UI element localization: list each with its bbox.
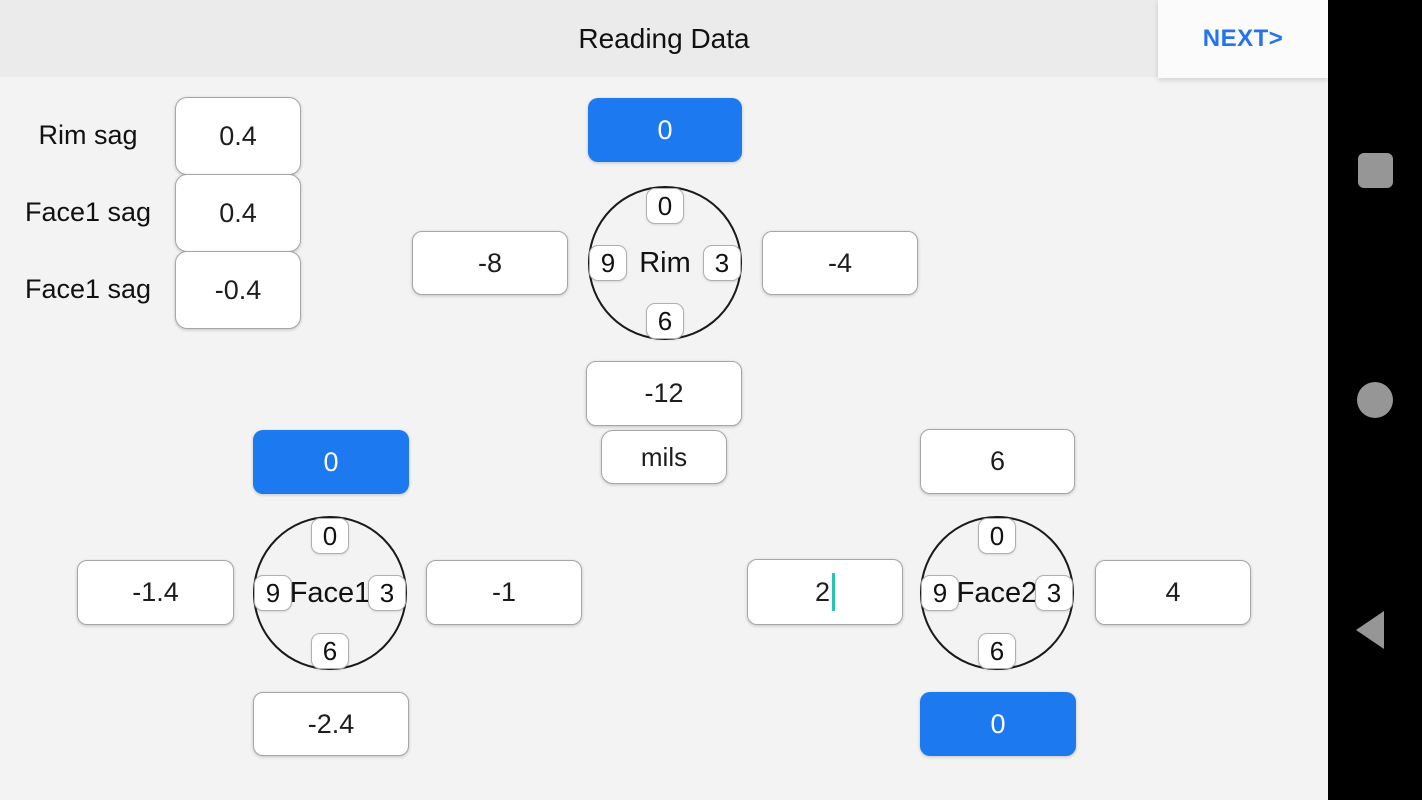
home-circle-icon[interactable] (1357, 382, 1393, 418)
face2-clock-0-badge: 0 (978, 518, 1016, 554)
rim-reading-right-input[interactable]: -4 (762, 231, 918, 295)
page-title: Reading Data (578, 22, 750, 54)
rim-sag-label: Rim sag (38, 119, 138, 150)
face2-reading-top-input[interactable]: 6 (920, 429, 1075, 494)
face2-reading-left-value: 2 (814, 576, 831, 607)
face2-reading-right-input[interactable]: 4 (1095, 560, 1251, 625)
face2-clock-6-badge: 6 (978, 633, 1016, 669)
face2-reading-left-input[interactable]: 2 (747, 559, 903, 625)
next-button[interactable]: NEXT> (1158, 0, 1328, 78)
back-triangle-icon[interactable] (1356, 611, 1384, 649)
top-bar: Reading Data (0, 0, 1328, 77)
face2-clock-9-badge: 9 (921, 575, 959, 611)
face1-sag-label-2: Face1 sag (24, 273, 152, 304)
rim-reading-left-input[interactable]: -8 (412, 231, 568, 295)
text-cursor (832, 573, 836, 611)
rim-sag-input[interactable]: 0.4 (175, 97, 301, 175)
face1-reading-left-input[interactable]: -1.4 (77, 560, 234, 625)
rim-reading-bottom-input[interactable]: -12 (586, 361, 742, 426)
rim-clock-3-badge: 3 (703, 245, 741, 281)
rim-clock-6-badge: 6 (646, 303, 684, 339)
recents-square-icon[interactable] (1358, 153, 1393, 188)
face1-reading-bottom-input[interactable]: -2.4 (253, 692, 409, 756)
face2-dial-label: Face2 (956, 576, 1038, 609)
face1-clock-0-badge: 0 (311, 518, 349, 554)
face1-clock-6-badge: 6 (311, 633, 349, 669)
rim-clock-0-badge: 0 (646, 188, 684, 224)
next-button-label: NEXT> (1202, 25, 1284, 52)
units-button[interactable]: mils (601, 430, 727, 484)
face1-clock-3-badge: 3 (368, 575, 406, 611)
face1-sag-input[interactable]: 0.4 (175, 174, 301, 252)
face2-reading-bottom-button[interactable]: 0 (920, 692, 1076, 756)
rim-dial-label: Rim (639, 246, 691, 279)
face1-sag-label: Face1 sag (24, 196, 152, 227)
face1-reading-right-input[interactable]: -1 (426, 560, 582, 625)
rim-reading-top-button[interactable]: 0 (588, 98, 742, 162)
face1-reading-top-button[interactable]: 0 (253, 430, 409, 494)
rim-clock-9-badge: 9 (589, 245, 627, 281)
face1-sag-input-2[interactable]: -0.4 (175, 251, 301, 329)
face2-clock-3-badge: 3 (1035, 575, 1073, 611)
face1-clock-9-badge: 9 (254, 575, 292, 611)
face1-dial-label: Face1 (289, 576, 371, 609)
